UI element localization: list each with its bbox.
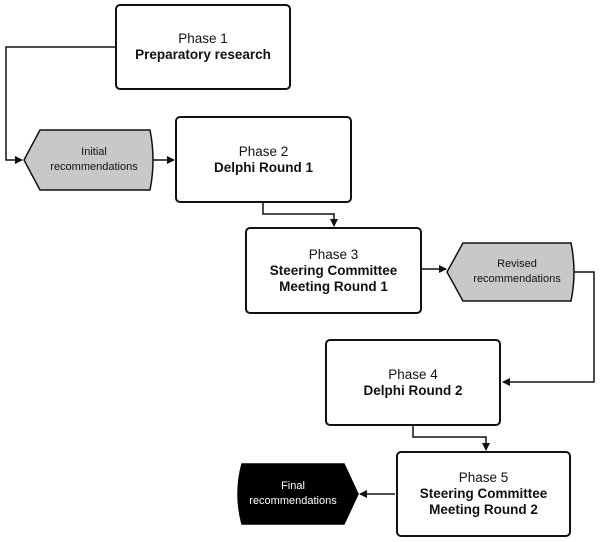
phase4-box: Phase 4 Delphi Round 2 (325, 339, 501, 426)
phase2-label: Phase 2 (238, 143, 289, 159)
phase2-title: Delphi Round 1 (214, 159, 313, 175)
phase1-title: Preparatory research (135, 47, 271, 62)
arrow-phase4-to-phase5 (412, 426, 490, 451)
phase1-box: Phase 1 Preparatory research (115, 4, 291, 90)
phase5-label: Phase 5 (458, 470, 509, 485)
initial-recommendations-shape (23, 129, 154, 191)
phase4-title: Delphi Round 2 (363, 382, 463, 398)
phase4-label: Phase 4 (388, 366, 438, 382)
phase3-box: Phase 3 Steering Committee Meeting Round… (245, 227, 422, 314)
phase2-box: Phase 2 Delphi Round 1 (175, 116, 352, 203)
phase5-title: Steering Committee Meeting Round 2 (419, 486, 548, 517)
arrow-revised-to-phase4 (502, 271, 595, 386)
phase3-title: Steering Committee Meeting Round 1 (269, 262, 398, 294)
arrow-phase2-to-phase3 (262, 203, 338, 227)
phase3-label: Phase 3 (308, 246, 359, 262)
phase1-label: Phase 1 (178, 31, 228, 46)
final-recommendations-shape (237, 463, 359, 525)
revised-recommendations-shape (446, 242, 575, 302)
arrow-phase1-to-initial (5, 46, 115, 164)
phase5-box: Phase 5 Steering Committee Meeting Round… (396, 451, 571, 537)
